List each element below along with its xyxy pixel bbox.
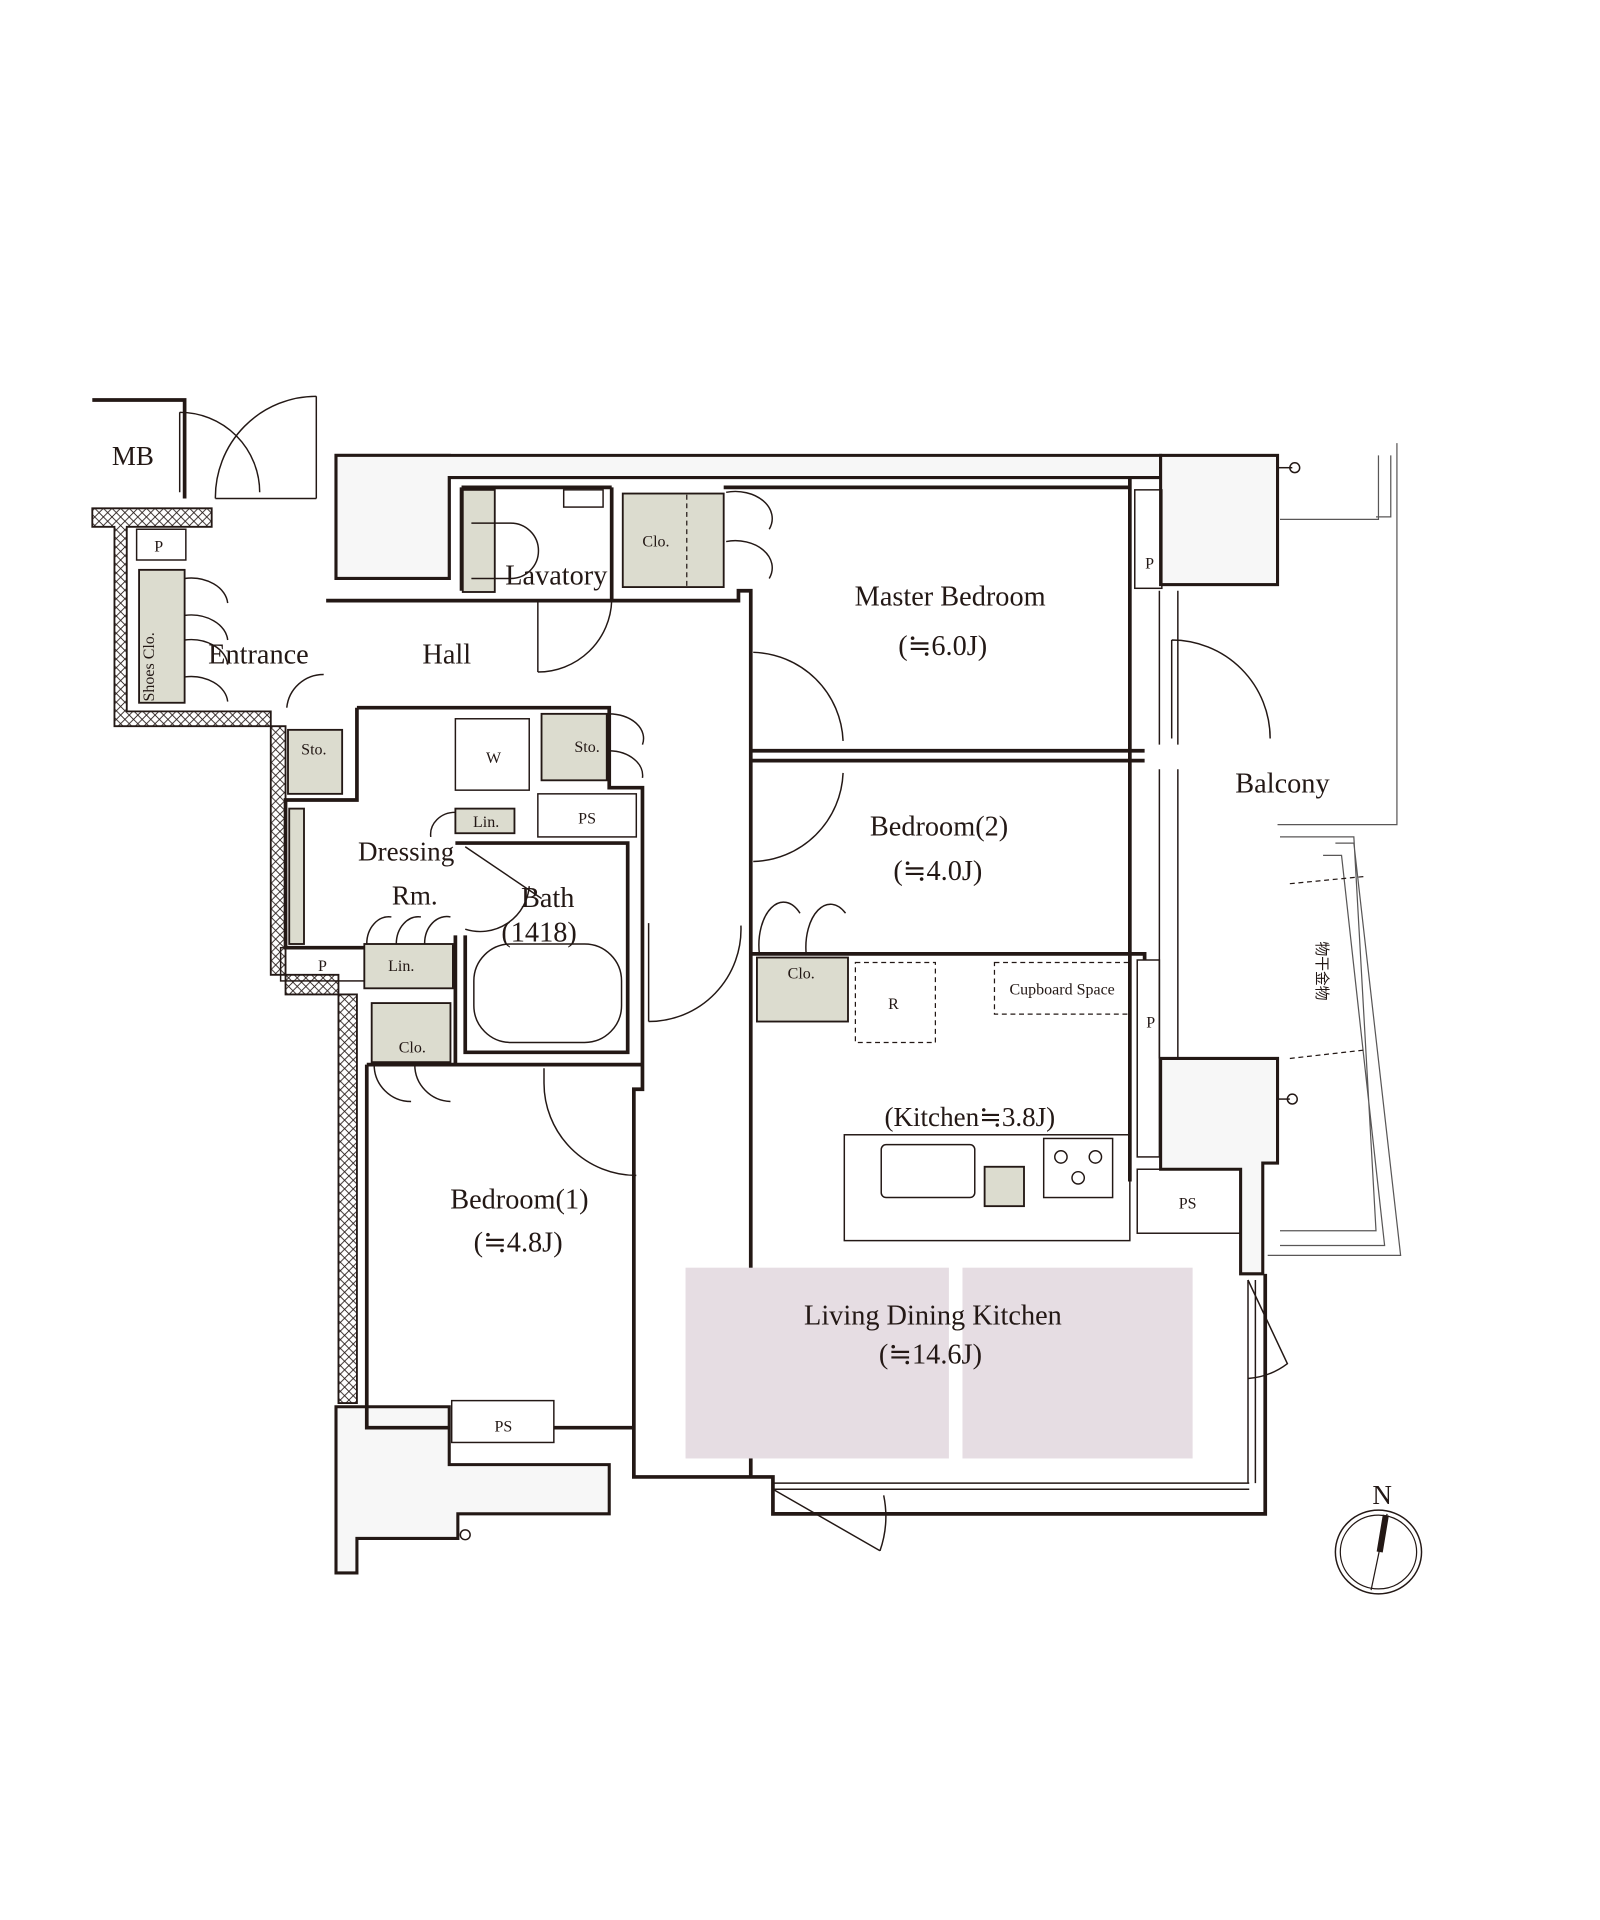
p-entrance-box bbox=[135, 528, 187, 561]
closet-bedroom1-box bbox=[370, 1002, 452, 1064]
p-balcony-box bbox=[1134, 489, 1163, 590]
p-kitchen-box bbox=[1136, 959, 1161, 1158]
shoes-closet bbox=[138, 568, 186, 704]
doors bbox=[184, 490, 1289, 1552]
label-laundry-pole: 物干金物 bbox=[1313, 942, 1330, 1001]
cupboard-space-box bbox=[993, 961, 1131, 1015]
balcony-railing bbox=[1267, 443, 1402, 1256]
ldk-rug-left bbox=[685, 1267, 949, 1459]
unit-walls bbox=[283, 477, 1268, 1516]
column-top-right bbox=[1159, 453, 1280, 587]
label-refrigerator: R bbox=[888, 996, 899, 1013]
label-shoes-closet: Shoes Clo. bbox=[141, 632, 158, 701]
label-bedroom2-size: (≒4.0J) bbox=[893, 856, 982, 887]
label-closet-bedroom1: Clo. bbox=[399, 1039, 426, 1056]
label-p-balcony: P bbox=[1145, 556, 1154, 573]
label-bath-size: (1418) bbox=[501, 918, 576, 949]
label-p-kitchen: P bbox=[1146, 1015, 1155, 1032]
label-p-entrance: P bbox=[154, 538, 163, 555]
label-hall: Hall bbox=[422, 639, 471, 670]
label-cupboard-space: Cupboard Space bbox=[1009, 981, 1114, 998]
label-storage-entrance: Sto. bbox=[301, 741, 326, 758]
linen-dressing-box bbox=[363, 943, 454, 990]
label-ldk-size: (≒14.6J) bbox=[879, 1340, 982, 1371]
linen-small-box bbox=[454, 807, 516, 835]
bathtub bbox=[473, 943, 623, 1044]
label-master-bedroom-size: (≒6.0J) bbox=[898, 631, 987, 662]
compass-label: N bbox=[1372, 1480, 1392, 1510]
sink-icon bbox=[880, 1143, 976, 1199]
toilet-icon bbox=[471, 522, 540, 580]
label-ps-kitchen: PS bbox=[1179, 1196, 1197, 1213]
ps-bath-box bbox=[537, 793, 638, 838]
storage-entrance-box bbox=[287, 728, 344, 795]
closet-bedroom2-box bbox=[756, 956, 849, 1023]
label-entrance: Entrance bbox=[208, 639, 309, 670]
exterior-wall bbox=[91, 507, 358, 1404]
p-dressing-box bbox=[279, 946, 366, 982]
closet-master-box bbox=[621, 492, 725, 589]
label-lavatory: Lavatory bbox=[505, 561, 608, 592]
label-balcony: Balcony bbox=[1235, 769, 1330, 800]
lavatory-counter bbox=[461, 488, 496, 593]
label-washer: W bbox=[486, 750, 502, 767]
storage-hall-box bbox=[540, 712, 608, 782]
label-bedroom2: Bedroom(2) bbox=[870, 812, 1008, 843]
label-dressing-2: Rm. bbox=[392, 881, 438, 911]
washer-box bbox=[454, 718, 530, 791]
label-bedroom1: Bedroom(1) bbox=[450, 1185, 588, 1216]
label-mb: MB bbox=[112, 441, 154, 471]
column-mid-right bbox=[1159, 1056, 1280, 1276]
label-linen-dressing: Lin. bbox=[388, 958, 414, 975]
label-storage-hall: Sto. bbox=[574, 739, 599, 756]
label-kitchen: (Kitchen≒3.8J) bbox=[884, 1102, 1055, 1132]
label-closet-bedroom2: Clo. bbox=[788, 965, 815, 982]
dressing-shelf bbox=[288, 807, 305, 945]
ps-kitchen-box bbox=[1136, 1168, 1242, 1234]
label-p-dressing: P bbox=[318, 958, 327, 975]
label-bedroom1-size: (≒4.8J) bbox=[474, 1228, 563, 1259]
label-ps-bottom: PS bbox=[494, 1418, 512, 1435]
windows bbox=[772, 590, 1257, 1490]
label-closet-master: Clo. bbox=[642, 533, 669, 550]
mb-door bbox=[178, 395, 318, 500]
kitchen-storage bbox=[983, 1165, 1025, 1208]
ldk-rug-right bbox=[962, 1267, 1193, 1459]
column-bottom-left bbox=[334, 1405, 611, 1575]
label-ps-bath: PS bbox=[578, 810, 596, 827]
mb-wall bbox=[92, 398, 187, 499]
label-bath: Bath bbox=[521, 883, 574, 914]
toilet-tank bbox=[562, 489, 604, 508]
label-dressing-1: Dressing bbox=[358, 836, 455, 866]
stove-icon bbox=[1042, 1137, 1114, 1199]
label-linen-small: Lin. bbox=[473, 814, 499, 831]
refrigerator-box bbox=[854, 961, 937, 1044]
ps-bottom-box bbox=[450, 1399, 555, 1444]
label-ldk: Living Dining Kitchen bbox=[804, 1300, 1062, 1331]
label-master-bedroom: Master Bedroom bbox=[855, 582, 1046, 613]
kitchen-counter bbox=[843, 1134, 1131, 1242]
compass-icon: N bbox=[1334, 1480, 1423, 1595]
